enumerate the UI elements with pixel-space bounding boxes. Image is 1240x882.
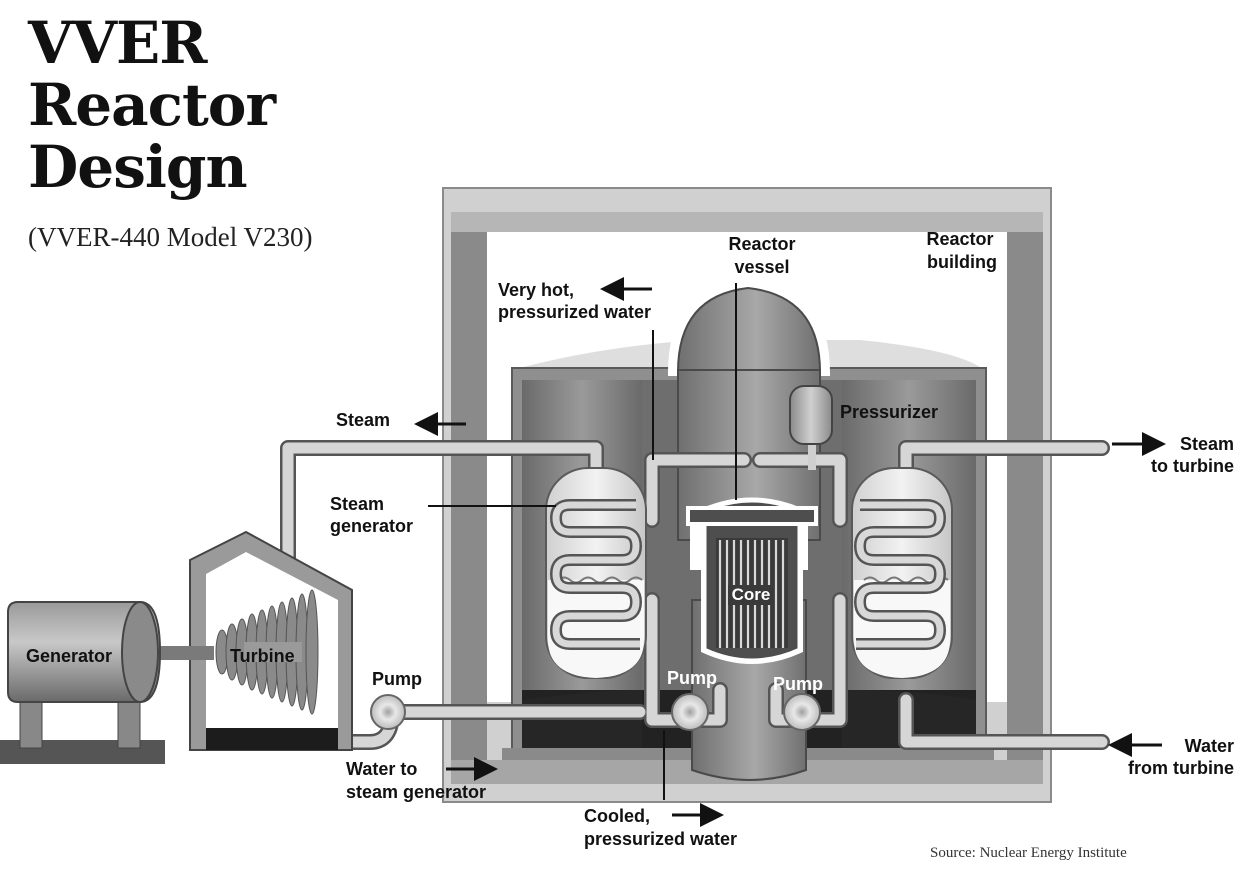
label-reactor-building-2: building [927,252,997,272]
label-steam-to-turbine-2: to turbine [1151,456,1234,476]
label-water-from-turbine-1: Water [1185,736,1234,756]
label-pump-inner-right: Pump [773,674,823,694]
label-water-to-sg-1: Water to [346,759,417,779]
label-very-hot-1: Very hot, [498,280,574,300]
label-core: Core [732,585,771,604]
flow-arrows [414,277,1166,827]
diagram-subtitle: (VVER-440 Model V230) [28,222,313,252]
label-reactor-building-1: Reactor [926,229,993,249]
label-steam-generator-1: Steam [330,494,384,514]
title-line-2: Reactor [28,71,276,139]
label-steam-generator-2: generator [330,516,413,536]
label-water-to-sg-2: steam generator [346,782,486,802]
label-generator: Generator [26,646,112,666]
pump-inner-right-icon [783,693,821,731]
label-very-hot-2: pressurized water [498,302,651,322]
steam-generator-left [545,467,647,679]
turbine [189,530,353,751]
label-steam: Steam [336,410,390,430]
pressurizer [789,385,833,470]
label-water-from-turbine-2: from turbine [1128,758,1234,778]
source-credit: Source: Nuclear Energy Institute [930,845,1127,861]
diagram-title: VVER Reactor Design [28,9,276,201]
generator-shaft [150,646,214,660]
labels: Reactor vessel Reactor building Very hot… [26,229,1234,849]
title-line-1: VVER [28,9,207,77]
pumps [370,693,821,731]
leader-lines [428,283,737,800]
steam-generator-right [851,467,953,679]
label-cooled-1: Cooled, [584,806,650,826]
title-line-3: Design [28,133,248,201]
label-reactor-vessel-2: vessel [734,257,789,277]
label-cooled-2: pressurized water [584,829,737,849]
pump-inner-left-icon [671,693,709,731]
pump-left-icon [370,694,406,730]
generator [0,601,165,764]
label-reactor-vessel-1: Reactor [728,234,795,254]
label-steam-to-turbine-1: Steam [1180,434,1234,454]
label-turbine: Turbine [230,646,295,666]
label-pump-left: Pump [372,669,422,689]
label-pump-inner-left: Pump [667,668,717,688]
reactor-core [716,538,788,648]
label-pressurizer: Pressurizer [840,402,938,422]
